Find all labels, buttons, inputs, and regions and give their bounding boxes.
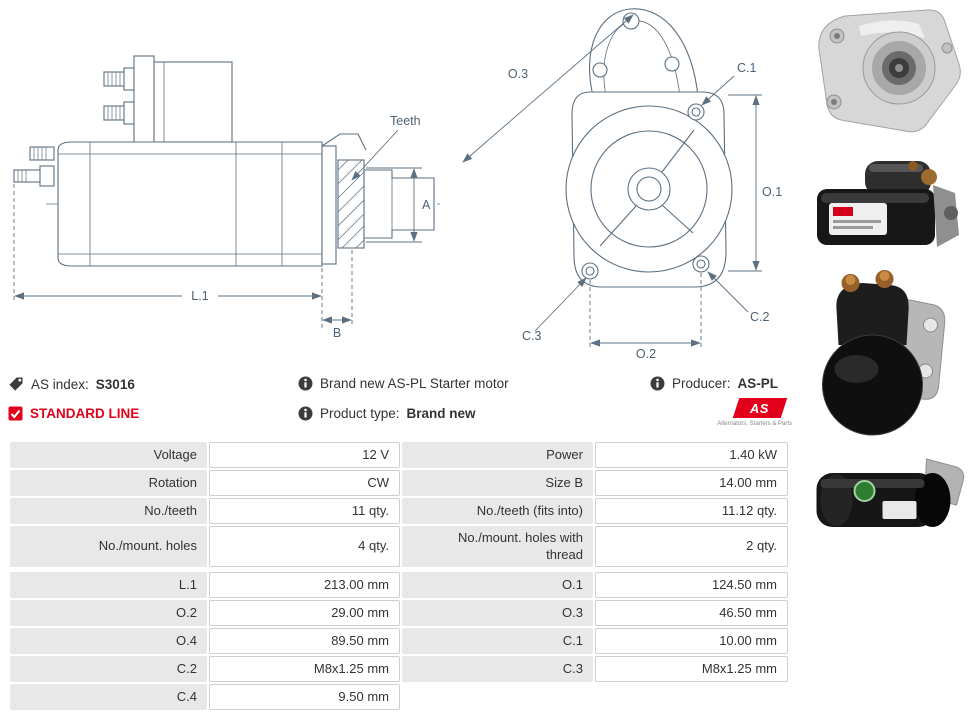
spec-c2-value: M8x1.25 mm: [209, 656, 400, 682]
spec-teeth-label: No./teeth: [10, 498, 207, 524]
tag-icon: [8, 376, 24, 392]
spec-c1-value: 10.00 mm: [595, 628, 788, 654]
spec-o2-value: 29.00 mm: [209, 600, 400, 626]
spec-power-value: 1.40 kW: [595, 442, 788, 468]
spec-l1-label: L.1: [10, 572, 207, 598]
as-pl-logo-tagline: Alternators, Starters & Parts: [717, 421, 792, 427]
spec-o4-label: O.4: [10, 628, 207, 654]
as-pl-logo: AS Alternators, Starters & Parts: [712, 398, 792, 427]
spec-rotation-label: Rotation: [10, 470, 207, 496]
product-type-value: Brand new: [406, 406, 476, 421]
producer-value: AS-PL: [737, 376, 779, 391]
product-photo-solenoid-rear[interactable]: [806, 267, 962, 439]
spec-c1-label: C.1: [402, 628, 593, 654]
spec-size-b-value: 14.00 mm: [595, 470, 788, 496]
producer-label: Producer:: [672, 376, 731, 391]
spec-o3-label: O.3: [402, 600, 593, 626]
product-photo-side-black[interactable]: [806, 147, 968, 259]
spec-mount-holes-thread-label: No./mount. holes with thread: [402, 526, 593, 567]
dim-label-o1: O.1: [762, 185, 782, 199]
as-pl-logo-flag: AS: [732, 398, 788, 418]
spec-power-label: Power: [402, 442, 593, 468]
product-photo-front-aluminum[interactable]: [806, 4, 968, 139]
dim-label-c2: C.2: [750, 310, 770, 324]
spec-mount-holes-value: 4 qty.: [209, 526, 400, 567]
standard-line-row: STANDARD LINE: [8, 406, 139, 421]
spec-c4-label: C.4: [10, 684, 207, 710]
spec-o2-label: O.2: [10, 600, 207, 626]
spec-table-electrical-group: Voltage 12 V Power 1.40 kW Rotation CW S…: [10, 442, 788, 567]
spec-c2-label: C.2: [10, 656, 207, 682]
product-type-label: Product type:: [320, 406, 400, 421]
dim-label-b: B: [333, 326, 341, 340]
as-index-row: AS index: S3016: [8, 376, 135, 392]
spec-teeth-fits-label: No./teeth (fits into): [402, 498, 593, 524]
dim-label-c1: C.1: [737, 61, 757, 75]
as-pl-logo-text: AS: [750, 400, 770, 416]
side-view-diagram: L.1 B A Teeth: [13, 55, 440, 340]
spec-c3-value: M8x1.25 mm: [595, 656, 788, 682]
info-icon: [298, 406, 313, 421]
spec-mount-holes-label: No./mount. holes: [10, 526, 207, 567]
spec-voltage-value: 12 V: [209, 442, 400, 468]
spec-o4-value: 89.50 mm: [209, 628, 400, 654]
spec-table: Voltage 12 V Power 1.40 kW Rotation CW S…: [10, 442, 788, 710]
dim-label-teeth: Teeth: [390, 114, 421, 128]
info-icon: [298, 376, 313, 391]
checkbox-checked-icon: [8, 406, 23, 421]
as-index-label: AS index:: [31, 376, 89, 392]
spec-o1-label: O.1: [402, 572, 593, 598]
spec-table-dimensions-group: L.1 213.00 mm O.1 124.50 mm O.2 29.00 mm…: [10, 572, 788, 710]
spec-teeth-fits-value: 11.12 qty.: [595, 498, 788, 524]
brand-new-row: Brand new AS-PL Starter motor: [298, 376, 509, 391]
spec-o3-value: 46.50 mm: [595, 600, 788, 626]
product-photo-angled-black[interactable]: [806, 447, 972, 545]
dim-label-a: A: [422, 198, 431, 212]
dim-label-c3: C.3: [522, 329, 542, 343]
dim-label-o2: O.2: [636, 347, 656, 361]
product-photo-column: [806, 4, 974, 545]
front-view-diagram: O.3 C.1 O.1 O.2 C.2 C.3: [462, 8, 782, 361]
product-type-row: Product type: Brand new: [298, 406, 476, 421]
spec-voltage-label: Voltage: [10, 442, 207, 468]
spec-c4-value: 9.50 mm: [209, 684, 400, 710]
brand-new-text: Brand new AS-PL Starter motor: [320, 376, 509, 391]
spec-l1-value: 213.00 mm: [209, 572, 400, 598]
spec-rotation-value: CW: [209, 470, 400, 496]
dim-label-l1: L.1: [191, 289, 208, 303]
spec-teeth-value: 11 qty.: [209, 498, 400, 524]
as-index-value: S3016: [95, 376, 135, 392]
spec-mount-holes-thread-value: 2 qty.: [595, 526, 788, 567]
info-icon: [650, 376, 665, 391]
spec-o1-value: 124.50 mm: [595, 572, 788, 598]
producer-row: Producer: AS-PL: [650, 376, 778, 391]
spec-size-b-label: Size B: [402, 470, 593, 496]
standard-line-label: STANDARD LINE: [30, 406, 140, 421]
spec-c3-label: C.3: [402, 656, 593, 682]
dim-label-o3: O.3: [508, 67, 528, 81]
